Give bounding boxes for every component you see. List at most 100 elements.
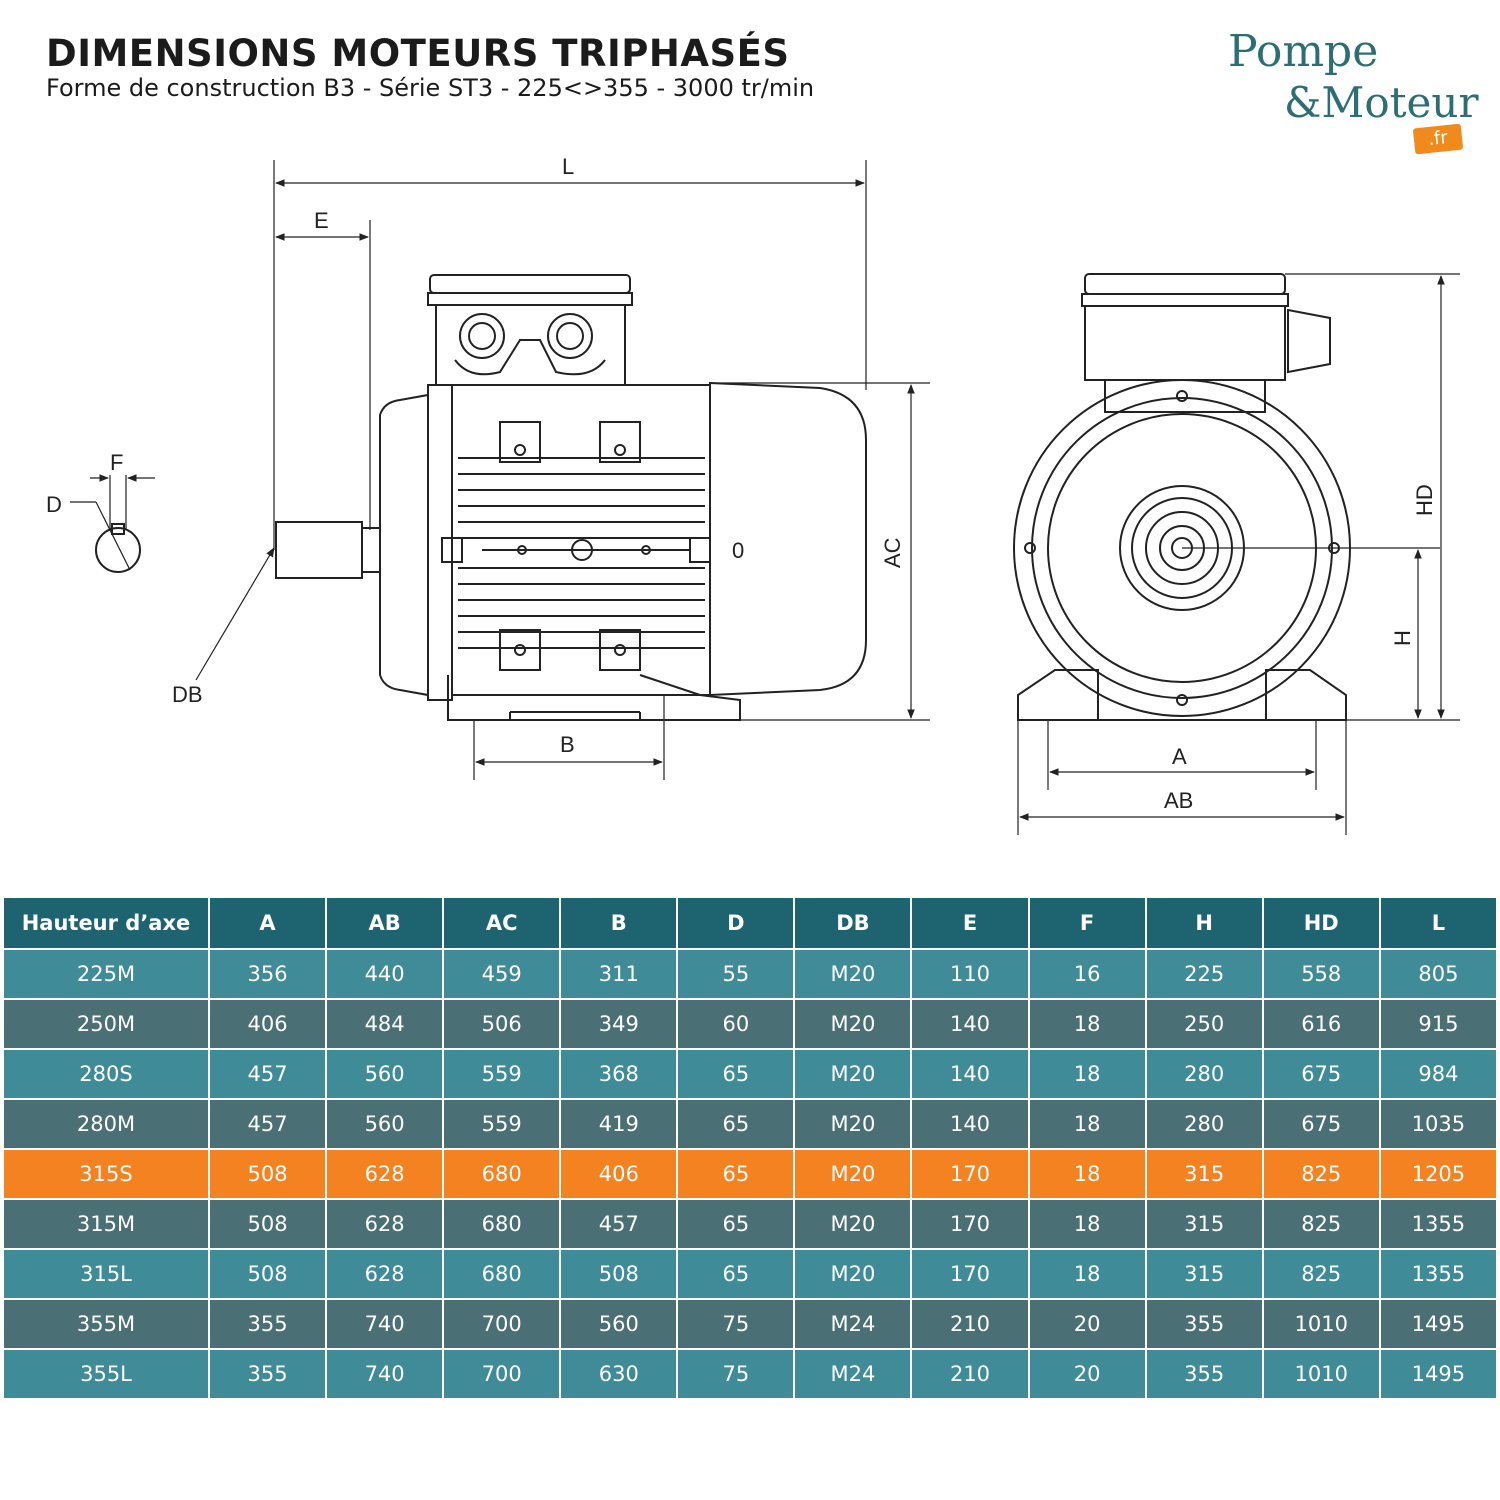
page-subtitle: Forme de construction B3 - Série ST3 - 2… [46, 74, 815, 102]
table-cell: M20 [793, 948, 913, 1000]
col-header-b: B [559, 896, 679, 950]
table-cell: 355 [1144, 1348, 1264, 1400]
table-cell: 20 [1027, 1298, 1147, 1350]
table-cell: 560 [325, 1048, 445, 1100]
table-cell: 700 [442, 1348, 562, 1400]
table-cell: 984 [1378, 1048, 1499, 1100]
table-cell: 1010 [1261, 1348, 1381, 1400]
dimensions-table: Hauteur d’axe A AB AC B D DB E F H HD L … [2, 896, 1499, 1400]
table-cell: 75 [676, 1298, 796, 1350]
table-cell: 18 [1027, 1098, 1147, 1150]
table-cell: 457 [207, 1048, 328, 1100]
table-cell: 459 [442, 948, 562, 1000]
table-cell: 440 [325, 948, 445, 1000]
table-cell: 170 [910, 1198, 1030, 1250]
table-cell: 18 [1027, 1248, 1147, 1300]
table-cell: 65 [676, 1098, 796, 1150]
table-cell: 65 [676, 1048, 796, 1100]
dim-label-ab: AB [1164, 788, 1193, 813]
row-label-cell: 280M [2, 1098, 210, 1150]
table-cell: 355 [207, 1298, 328, 1350]
table-cell: 740 [325, 1348, 445, 1400]
table-cell: 20 [1027, 1348, 1147, 1400]
table-cell: 419 [559, 1098, 679, 1150]
table-cell: 368 [559, 1048, 679, 1100]
table-cell: 457 [207, 1098, 328, 1150]
row-label-cell: 280S [2, 1048, 210, 1100]
table-cell: 560 [325, 1098, 445, 1150]
table-cell: M24 [793, 1348, 913, 1400]
brand-logo: Pompe &Moteur .fr [1218, 22, 1488, 162]
table-cell: 616 [1261, 998, 1381, 1050]
dim-label-f: F [110, 450, 123, 475]
col-header-h: H [1144, 896, 1264, 950]
table-cell: 484 [325, 998, 445, 1050]
table-cell: 508 [207, 1148, 328, 1200]
table-cell: 355 [207, 1348, 328, 1400]
dim-label-db: DB [172, 682, 203, 707]
table-cell: 508 [559, 1248, 679, 1300]
table-cell: 18 [1027, 1048, 1147, 1100]
dim-label-hd: HD [1412, 484, 1437, 516]
table-cell: 65 [676, 1148, 796, 1200]
table-cell: 559 [442, 1048, 562, 1100]
col-header-hd: HD [1261, 896, 1381, 950]
table-cell: 560 [559, 1298, 679, 1350]
dim-label-l: L [562, 154, 574, 179]
col-header-ac: AC [442, 896, 562, 950]
dim-label-e: E [314, 208, 329, 233]
table-cell: 315 [1144, 1198, 1264, 1250]
table-cell: 356 [207, 948, 328, 1000]
row-label-cell: 355L [2, 1348, 210, 1400]
table-cell: 1355 [1378, 1248, 1499, 1300]
table-cell: 250 [1144, 998, 1264, 1050]
row-label-cell: 315S [2, 1148, 210, 1200]
table-cell: 508 [207, 1198, 328, 1250]
logo-line-1: Pompe [1228, 26, 1379, 77]
table-cell: 60 [676, 998, 796, 1050]
col-header-e: E [910, 896, 1030, 950]
row-label-cell: 355M [2, 1298, 210, 1350]
table-cell: 65 [676, 1198, 796, 1250]
table-cell: 170 [910, 1148, 1030, 1200]
table-cell: 1205 [1378, 1148, 1499, 1200]
table-cell: 628 [325, 1198, 445, 1250]
dim-label-a: A [1172, 744, 1187, 769]
table-cell: M24 [793, 1298, 913, 1350]
table-cell: 170 [910, 1248, 1030, 1300]
logo-line-2: &Moteur [1284, 78, 1479, 127]
table-cell: 225 [1144, 948, 1264, 1000]
table-cell: 315 [1144, 1248, 1264, 1300]
table-cell: 18 [1027, 1148, 1147, 1200]
col-header-f: F [1027, 896, 1147, 950]
table-cell: 349 [559, 998, 679, 1050]
table-cell: 825 [1261, 1148, 1381, 1200]
row-label-cell: 225M [2, 948, 210, 1000]
table-cell: M20 [793, 1048, 913, 1100]
table-cell: 630 [559, 1348, 679, 1400]
table-header-row: Hauteur d’axe A AB AC B D DB E F H HD L [2, 896, 1499, 950]
table-cell: 140 [910, 998, 1030, 1050]
table-cell: 740 [325, 1298, 445, 1350]
table-cell: M20 [793, 1248, 913, 1300]
table-cell: 406 [207, 998, 328, 1050]
col-header-hauteur: Hauteur d’axe [2, 896, 210, 950]
table-cell: M20 [793, 998, 913, 1050]
table-cell: M20 [793, 1148, 913, 1200]
table-cell: 559 [442, 1098, 562, 1150]
dim-label-h: H [1390, 630, 1415, 646]
table-cell: 680 [442, 1148, 562, 1200]
table-cell: 75 [676, 1348, 796, 1400]
motor-technical-drawing: L E F D DB B 0 AC HD H A AB [46, 154, 1460, 835]
table-cell: M20 [793, 1098, 913, 1150]
row-label-cell: 250M [2, 998, 210, 1050]
table-cell: 280 [1144, 1048, 1264, 1100]
table-cell: 675 [1261, 1048, 1381, 1100]
